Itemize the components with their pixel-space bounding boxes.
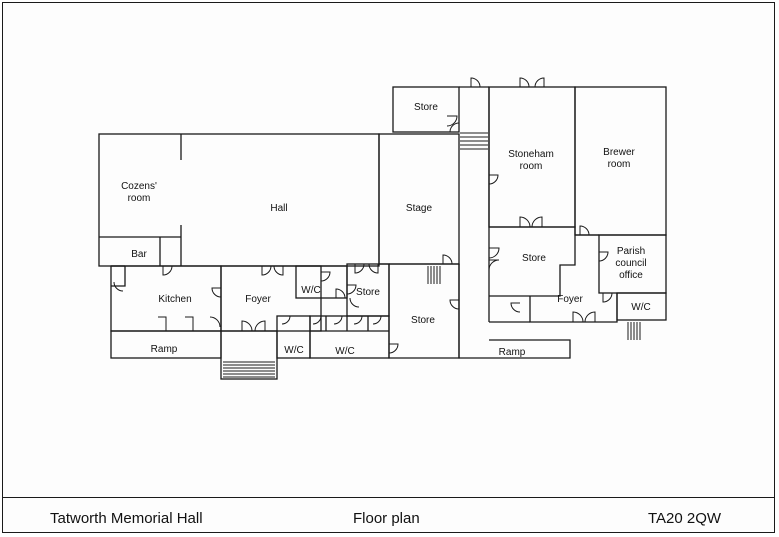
label-foyer-right: Foyer [557, 294, 583, 305]
store-top-wall [392, 86, 460, 133]
label-wc-right: W/C [631, 302, 650, 313]
label-stoneham-1: Stoneham [508, 149, 554, 160]
label-cozens-2: room [128, 193, 151, 204]
wc-3-wall [309, 315, 390, 359]
kitchen-nook [111, 266, 126, 287]
label-hall: Hall [270, 203, 287, 214]
label-brewer-2: room [608, 159, 631, 170]
label-brewer-1: Brewer [603, 147, 635, 158]
label-stoneham-2: room [520, 161, 543, 172]
label-foyer-left: Foyer [245, 294, 271, 305]
label-ramp-right: Ramp [499, 347, 526, 358]
document-type: Floor plan [353, 510, 420, 527]
label-store-mid: Store [356, 287, 380, 298]
label-wc-3: W/C [335, 346, 354, 357]
label-parish-1: Parish [617, 246, 645, 257]
venue-name: Tatworth Memorial Hall [50, 510, 203, 527]
label-wc-2: W/C [284, 345, 303, 356]
label-ramp-left: Ramp [151, 344, 178, 355]
stage-wall [378, 133, 460, 265]
room-labels: Store Stoneham room Brewer room Cozens' … [121, 102, 651, 358]
label-bar: Bar [131, 249, 147, 260]
label-parish-3: office [619, 270, 643, 281]
label-kitchen: Kitchen [158, 294, 191, 305]
stairs [223, 132, 641, 378]
store-right-wall [489, 226, 576, 297]
title-block: Tatworth Memorial Hall Floor plan TA20 2… [3, 497, 774, 535]
entrance-steps [220, 330, 278, 380]
doors [113, 77, 613, 354]
label-store-right: Store [522, 253, 546, 264]
label-cozens-1: Cozens' [121, 181, 157, 192]
label-parish-2: council [615, 258, 646, 269]
walls [98, 86, 667, 380]
store-lower-wall [388, 263, 460, 359]
label-store-lower: Store [411, 315, 435, 326]
label-stage: Stage [406, 203, 433, 214]
postcode: TA20 2QW [648, 510, 722, 527]
label-wc-1: W/C [301, 285, 320, 296]
label-store-top: Store [414, 102, 438, 113]
